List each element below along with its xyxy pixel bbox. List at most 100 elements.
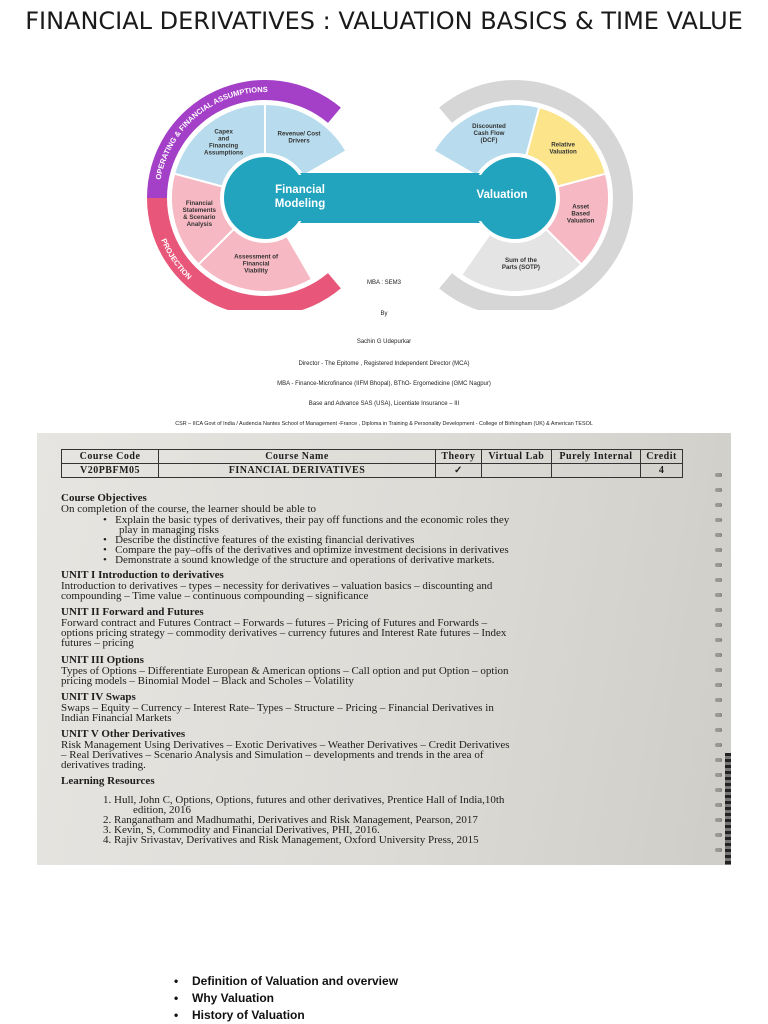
unit-2-line: options pricing strategy – commodity der… [61, 627, 507, 639]
objectives-heading: Course Objectives [61, 492, 147, 504]
resource-item: 3. Kevin, S, Commodity and Financial Der… [103, 824, 380, 836]
unit-1-heading: UNIT I Introduction to derivatives [61, 569, 224, 581]
unit-2-heading: UNIT II Forward and Futures [61, 606, 204, 618]
unit-4-line: Swaps – Equity – Currency – Interest Rat… [61, 702, 494, 714]
right-segment [432, 103, 541, 178]
objective-item: • Compare the pay–offs of the derivative… [103, 544, 509, 556]
outer-arc-projection [147, 198, 341, 310]
cell-virtual-lab [480, 463, 552, 478]
binder-hole [715, 773, 721, 777]
topic-item: •Definition of Valuation and overview [174, 974, 399, 988]
right-segment [459, 227, 583, 293]
binder-hole [715, 653, 721, 657]
header-purely-internal: Purely Internal [550, 449, 642, 464]
header-virtual-lab: Virtual Lab [480, 449, 552, 464]
binder-hole [715, 698, 721, 702]
unit-5-line: derivatives trading. [61, 759, 146, 771]
topic-item: •Why Valuation [174, 991, 275, 1005]
unit-4-heading: UNIT IV Swaps [61, 691, 136, 703]
outer-arc-assumptions [147, 80, 341, 198]
meta-director: Director - The Epitome , Registered Inde… [298, 361, 470, 367]
topic-list: •Definition of Valuation and overview •W… [174, 973, 398, 1024]
cell-theory: ✓ [435, 463, 482, 478]
objective-item: • Explain the basic types of derivatives… [103, 514, 510, 526]
syllabus-scan: Course Code Course Name Theory Virtual L… [37, 433, 731, 865]
resource-item: 1. Hull, John C, Options, Options, futur… [103, 794, 505, 806]
binder-hole [715, 713, 721, 717]
objective-item-cont: play in managing risks [119, 524, 219, 536]
spiral-binding [725, 753, 731, 865]
resource-item: 2. Ranganatham and Madhumathi, Derivativ… [103, 814, 478, 826]
binder-hole [715, 608, 721, 612]
valuation-label: Valuation [476, 189, 527, 201]
resource-item-cont: edition, 2016 [133, 804, 192, 816]
unit-5-line: – Real Derivatives – Scenario Analysis a… [61, 749, 484, 761]
binder-hole [715, 473, 721, 477]
header-course-name: Course Name [158, 449, 436, 464]
binder-holes [713, 473, 727, 863]
binder-hole [715, 503, 721, 507]
left-segment [264, 102, 348, 178]
unit-2-line: Forward contract and Futures Contract – … [61, 617, 488, 629]
header-credit: Credit [640, 449, 683, 464]
binder-hole [715, 668, 721, 672]
cell-course-code: V20PBFM05 [61, 463, 159, 478]
cell-purely-internal [550, 463, 642, 478]
meta-certifications: Base and Advance SAS (USA), Licentiate I… [308, 401, 460, 407]
header-theory: Theory [435, 449, 482, 464]
binder-hole [715, 548, 721, 552]
unit-2-line: futures – pricing [61, 637, 134, 649]
binder-hole [715, 728, 721, 732]
binder-hole [715, 848, 721, 852]
resource-item: 4. Rajiv Srivastav, Derivatives and Risk… [103, 834, 479, 846]
binder-hole [715, 833, 721, 837]
header-course-code: Course Code [61, 449, 159, 464]
meta-by: By [380, 311, 388, 317]
unit-3-line: Types of Options – Differentiate Europea… [61, 665, 509, 677]
connector-bar-cover [285, 175, 495, 221]
binder-hole [715, 638, 721, 642]
binder-hole [715, 533, 721, 537]
left-segment [197, 227, 314, 293]
unit-5-heading: UNIT V Other Derivatives [61, 728, 186, 740]
unit-4-line: Indian Financial Markets [61, 712, 172, 724]
meta-csr: CSR – IICA Govt of India / Audencia Nant… [175, 421, 593, 427]
objectives-intro: On completion of the course, the learner… [61, 503, 317, 515]
unit-3-line: pricing models – Binomial Model – Black … [61, 675, 354, 687]
unit-3-heading: UNIT III Options [61, 654, 144, 666]
course-table-row: V20PBFM05 FINANCIAL DERIVATIVES ✓ 4 [61, 463, 683, 478]
outer-arc-valuation [439, 80, 634, 310]
binder-hole [715, 803, 721, 807]
left-segment [170, 172, 236, 266]
binder-hole [715, 563, 721, 567]
unit-1-line: Introduction to derivatives – types – ne… [61, 580, 493, 592]
binder-hole [715, 818, 721, 822]
meta-program: MBA : SEM3 [366, 280, 401, 286]
binder-hole [715, 518, 721, 522]
topic-item: •History of Valuation [174, 1008, 305, 1022]
meta-degrees: MBA - Finance-Microfinance (IIFM Bhopal)… [277, 381, 491, 387]
left-segment [172, 102, 266, 188]
objective-item: • Describe the distinctive features of t… [103, 534, 415, 546]
course-table-header: Course Code Course Name Theory Virtual L… [61, 449, 683, 464]
meta-author: Sachin G Udepurkar [356, 339, 412, 345]
unit-5-line: Risk Management Using Derivatives – Exot… [61, 739, 510, 751]
unit-1-line: compounding – Time value – continuous co… [61, 590, 369, 602]
binder-hole [715, 623, 721, 627]
binder-hole [715, 593, 721, 597]
page-title: FINANCIAL DERIVATIVES : VALUATION BASICS… [25, 7, 743, 35]
binder-hole [715, 578, 721, 582]
binder-hole [715, 788, 721, 792]
resources-heading: Learning Resources [61, 775, 155, 787]
course-table: Course Code Course Name Theory Virtual L… [61, 449, 683, 478]
